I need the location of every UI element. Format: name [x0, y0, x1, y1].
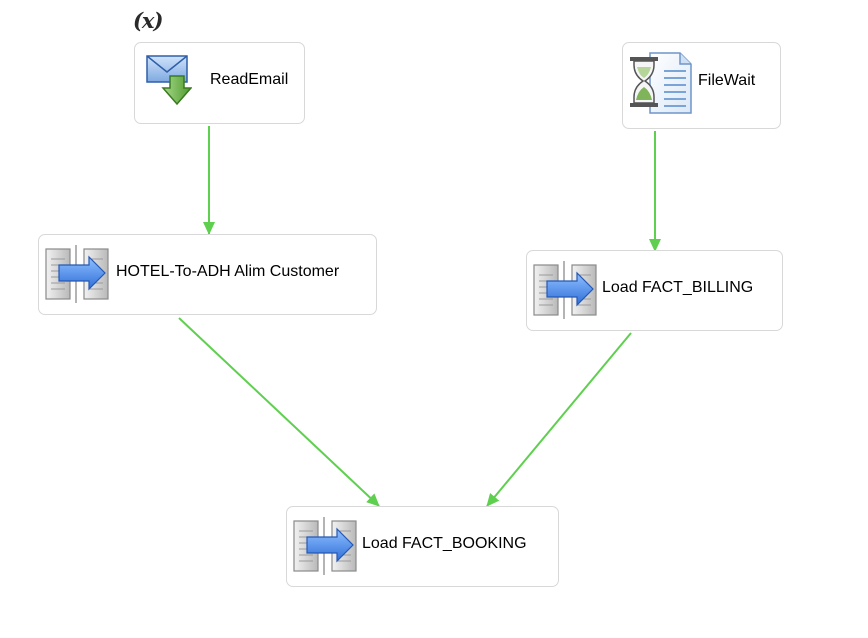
- task-label: HOTEL-To-ADH Alim Customer: [116, 263, 340, 280]
- task-label: ReadEmail: [210, 71, 289, 88]
- connector-billing-to-booking[interactable]: [486, 332, 632, 507]
- data-flow-icon: [533, 261, 597, 319]
- task-label: Load FACT_BOOKING: [362, 535, 527, 552]
- task-hotel-to-adh-alim-customer[interactable]: HOTEL-To-ADH Alim Customer: [38, 234, 377, 315]
- data-flow-icon: [293, 517, 357, 575]
- data-flow-icon: [45, 245, 109, 303]
- connector-hotel-to-booking[interactable]: [178, 317, 380, 507]
- email-download-icon: [146, 54, 193, 108]
- task-file-wait[interactable]: FileWait: [622, 42, 781, 129]
- task-label: Load FACT_BILLING: [602, 279, 754, 296]
- task-label: FileWait: [698, 72, 756, 89]
- task-load-fact-booking[interactable]: Load FACT_BOOKING: [286, 506, 559, 587]
- variables-indicator[interactable]: (x): [133, 8, 163, 33]
- hourglass-document-icon: [628, 51, 692, 115]
- task-read-email[interactable]: ReadEmail: [134, 42, 305, 124]
- task-load-fact-billing[interactable]: Load FACT_BILLING: [526, 250, 783, 331]
